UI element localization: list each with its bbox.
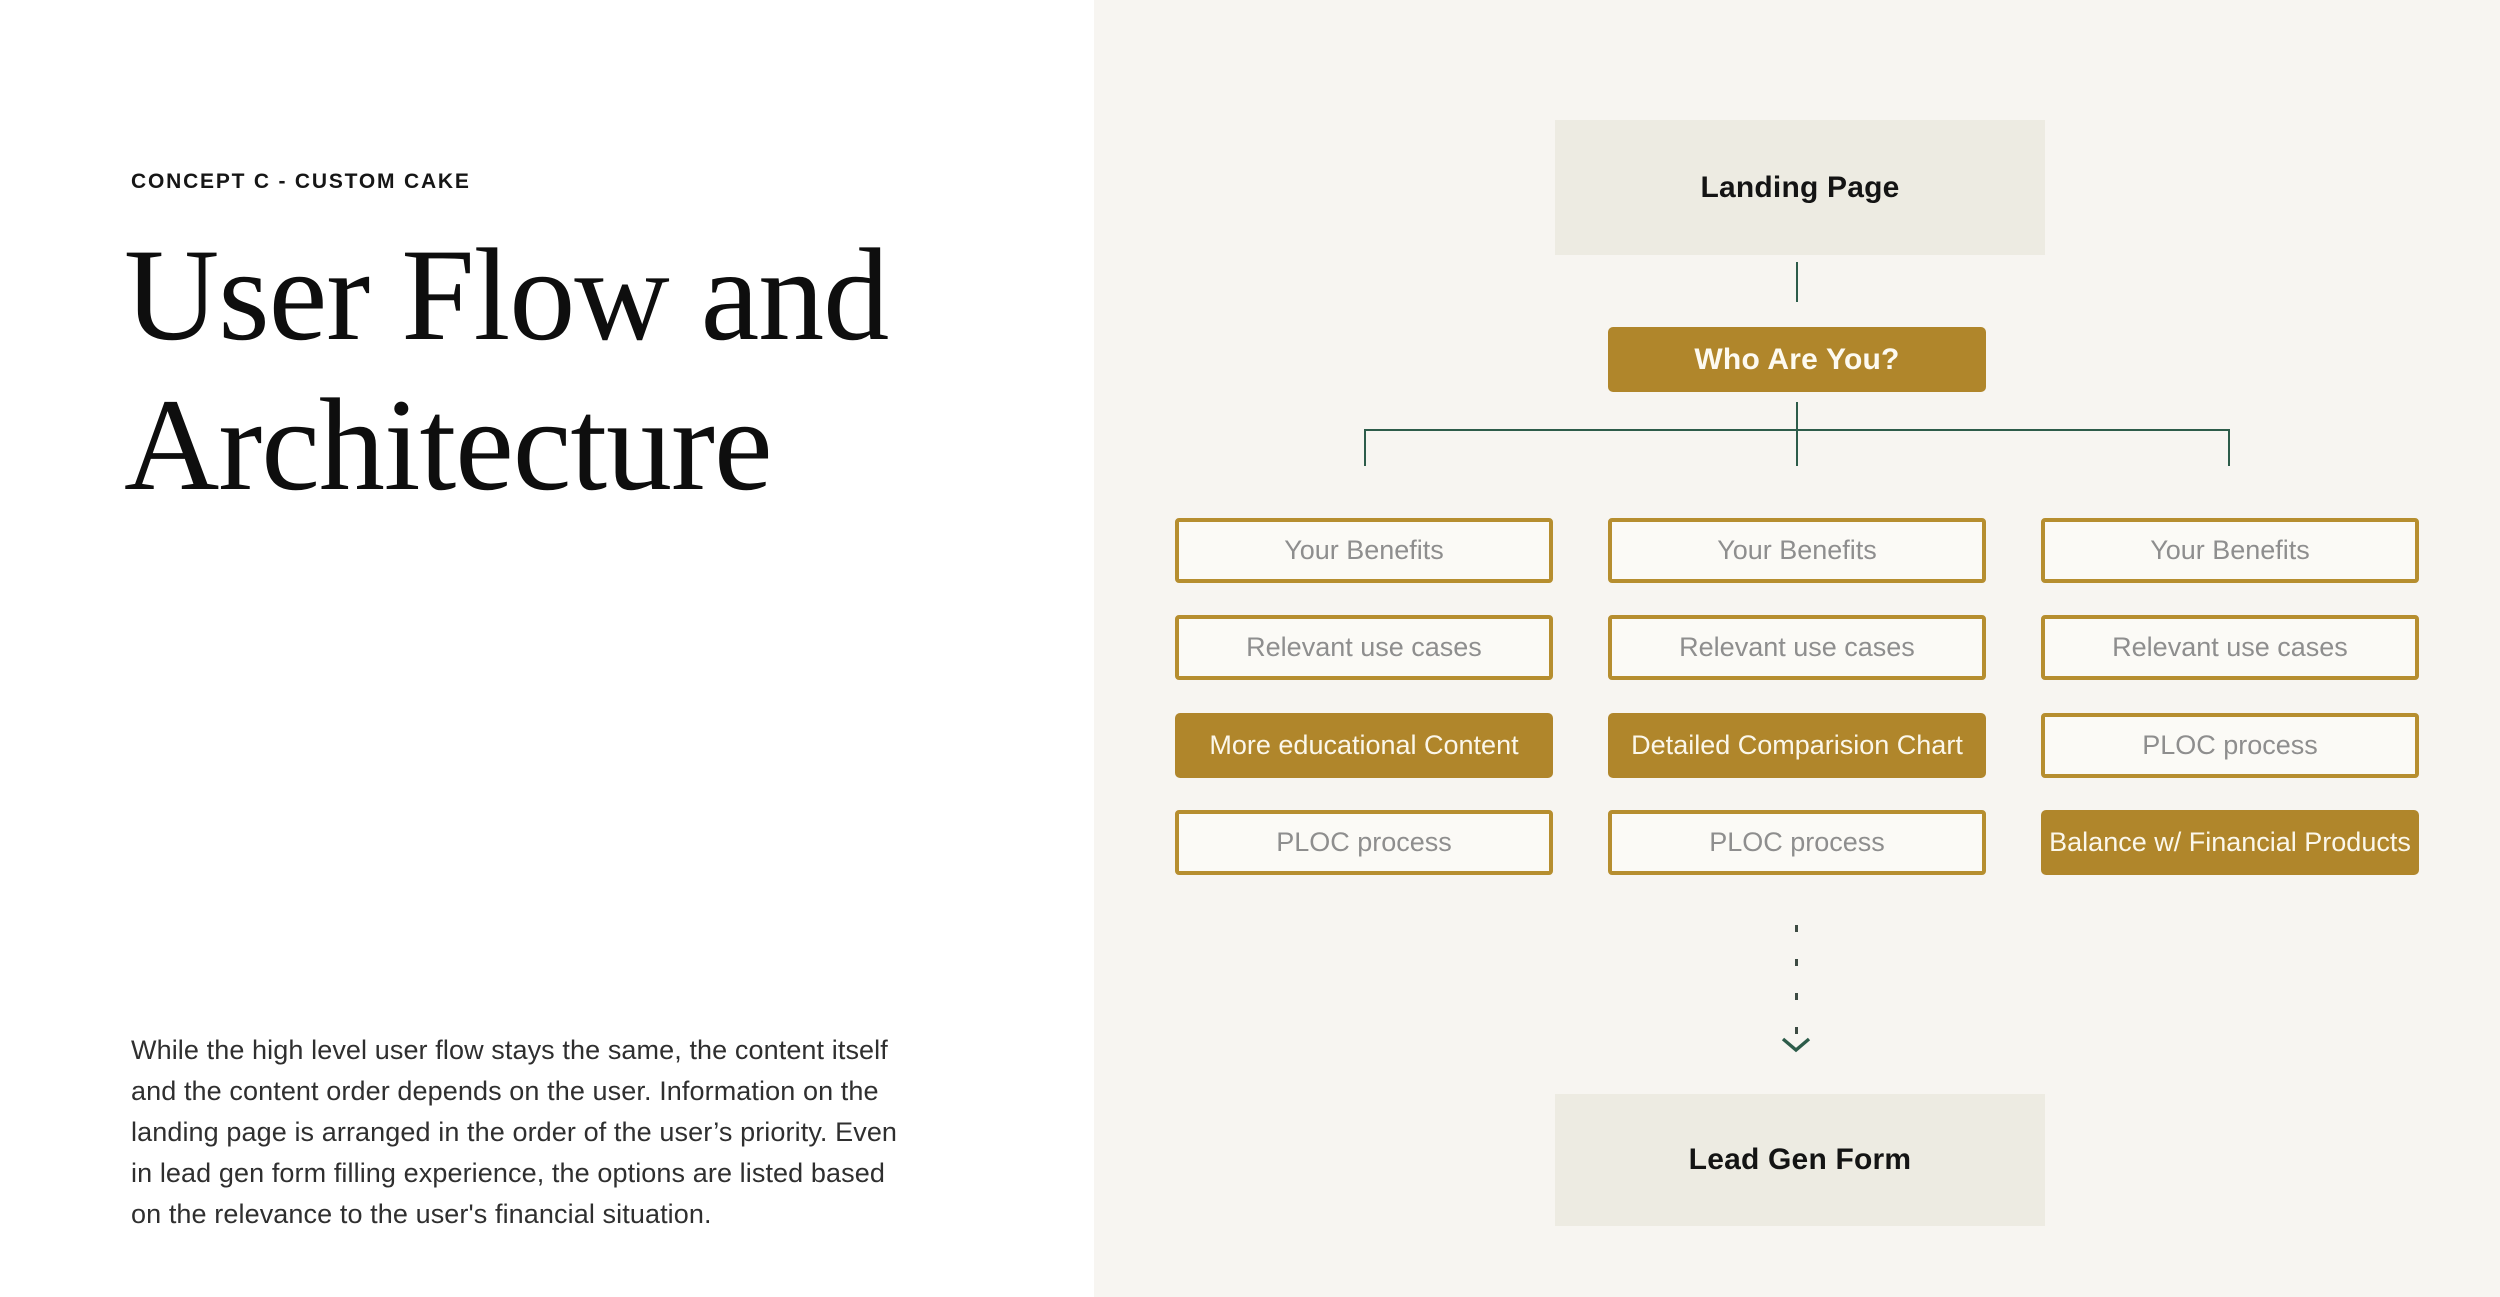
dotted-connector-segment <box>1795 1027 1798 1034</box>
flow-node: Balance w/ Financial Products <box>2041 810 2419 875</box>
title-line-1: User Flow and <box>124 221 889 368</box>
flow-node: More educational Content <box>1175 713 1553 778</box>
description-paragraph: While the high level user flow stays the… <box>131 1035 898 1229</box>
branch-line <box>1364 429 2230 431</box>
title-line-2: Architecture <box>124 371 773 518</box>
arrow-down-icon <box>1781 1037 1811 1053</box>
flow-node: PLOC process <box>1175 810 1553 875</box>
dotted-connector-segment <box>1795 959 1798 966</box>
flow-node: PLOC process <box>1608 810 1986 875</box>
eyebrow-label: CONCEPT C - CUSTOM CAKE <box>131 170 471 193</box>
branch-stub-left <box>1364 429 1366 466</box>
connector-line <box>1796 402 1798 466</box>
flow-node: Detailed Comparision Chart <box>1608 713 1986 778</box>
flow-node-who-are-you: Who Are You? <box>1608 327 1986 392</box>
flow-node: Relevant use cases <box>1608 615 1986 680</box>
flow-node: Relevant use cases <box>2041 615 2419 680</box>
flow-node: Your Benefits <box>1175 518 1553 583</box>
flow-node-lead-gen-form: Lead Gen Form <box>1555 1094 2045 1226</box>
dotted-connector-segment <box>1795 993 1798 1000</box>
flow-node: Your Benefits <box>2041 518 2419 583</box>
dotted-connector-segment <box>1795 925 1798 932</box>
flow-node: PLOC process <box>2041 713 2419 778</box>
connector-line <box>1796 262 1798 302</box>
branch-stub-right <box>2228 429 2230 466</box>
flow-node-landing-page: Landing Page <box>1555 120 2045 255</box>
flow-node: Relevant use cases <box>1175 615 1553 680</box>
flow-node: Your Benefits <box>1608 518 1986 583</box>
